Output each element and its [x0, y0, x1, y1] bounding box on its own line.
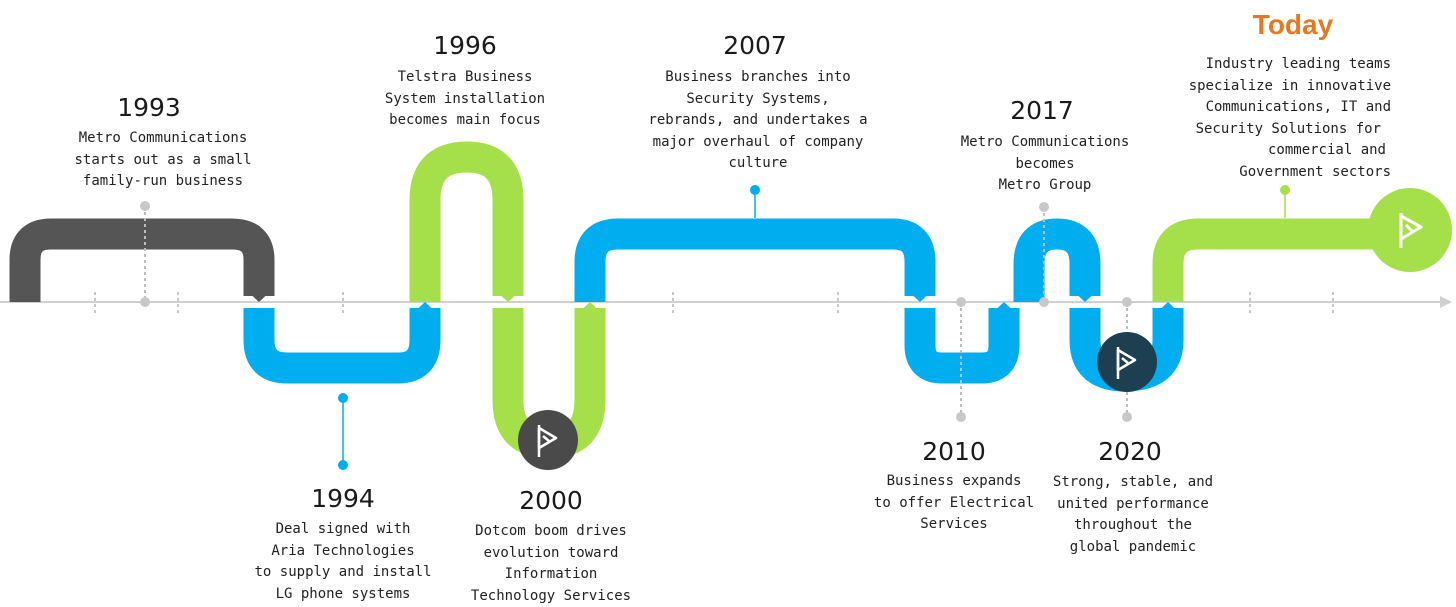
- road-segment-1993: [25, 234, 259, 302]
- desc-line: culture: [648, 153, 867, 175]
- desc-line: global pandemic: [1053, 537, 1213, 559]
- desc-line: specialize in innovative: [1186, 76, 1391, 98]
- flag-badge-today: [1368, 188, 1452, 272]
- marker-dot-2017: [1039, 202, 1049, 212]
- flag-badge-2020: [1097, 332, 1157, 392]
- milestone-year-2020: 2020: [1098, 437, 1162, 466]
- today-title: Today: [1253, 9, 1333, 41]
- desc-line: throughout the: [1053, 515, 1213, 537]
- desc-line: Services: [874, 514, 1034, 536]
- milestone-year-2010: 2010: [922, 437, 986, 466]
- marker-dot-2007: [750, 185, 760, 195]
- marker-dot-2020-axis: [1122, 297, 1132, 307]
- desc-line: Security Systems,: [648, 89, 867, 111]
- desc-line: Industry leading teams: [1186, 54, 1391, 76]
- milestone-desc-1993: Metro Communications starts out as a sma…: [74, 128, 251, 193]
- milestone-year-1993: 1993: [117, 93, 181, 122]
- desc-line: to offer Electrical: [874, 493, 1034, 515]
- milestone-desc-2017: Metro Communications becomes Metro Group: [961, 132, 1130, 197]
- desc-line: Dotcom boom drives: [471, 521, 631, 543]
- milestone-year-1996: 1996: [433, 31, 497, 60]
- milestone-year-1994: 1994: [311, 484, 375, 513]
- milestone-year-2000: 2000: [519, 486, 583, 515]
- road-segment-1994: [259, 308, 425, 368]
- desc-line: starts out as a small: [74, 150, 251, 172]
- desc-line: Deal signed with: [254, 519, 431, 541]
- desc-line: commercial and: [1186, 140, 1386, 162]
- milestone-desc-2010: Business expands to offer Electrical Ser…: [874, 471, 1034, 536]
- marker-dot-1993: [140, 201, 150, 211]
- marker-dot-1993-axis: [140, 297, 150, 307]
- desc-line: to supply and install: [254, 562, 431, 584]
- desc-line: System installation: [385, 89, 545, 111]
- desc-line: Metro Communications: [961, 132, 1130, 154]
- desc-line: becomes main focus: [385, 110, 545, 132]
- marker-dot-2010-axis: [956, 297, 966, 307]
- road-segment-1996: [425, 157, 508, 302]
- axis-arrow: [1440, 296, 1452, 308]
- desc-line: Information: [471, 564, 631, 586]
- desc-line: Communications, IT and: [1186, 97, 1391, 119]
- flag-badge-2000: [518, 410, 578, 470]
- desc-line: family-run business: [74, 171, 251, 193]
- desc-line: Technology Services: [471, 586, 631, 607]
- desc-line: Telstra Business: [385, 67, 545, 89]
- desc-line: Security Solutions for: [1186, 119, 1381, 141]
- desc-line: Strong, stable, and: [1053, 472, 1213, 494]
- milestone-year-2007: 2007: [723, 31, 787, 60]
- marker-dot-2020: [1122, 412, 1132, 422]
- desc-line: Metro Communications: [74, 128, 251, 150]
- marker-dot-1994-end: [338, 460, 348, 470]
- desc-line: becomes: [961, 154, 1130, 176]
- milestone-desc-2020: Strong, stable, and united performance t…: [1053, 472, 1213, 558]
- marker-dot-2010: [956, 412, 966, 422]
- today-desc: Industry leading teams specialize in inn…: [1186, 54, 1391, 183]
- desc-line: major overhaul of company: [648, 132, 867, 154]
- desc-line: Metro Group: [961, 175, 1130, 197]
- desc-line: evolution toward: [471, 543, 631, 565]
- milestone-desc-1994: Deal signed with Aria Technologies to su…: [254, 519, 431, 605]
- marker-dot-2017-axis: [1039, 297, 1049, 307]
- desc-line: Aria Technologies: [254, 541, 431, 563]
- desc-line: LG phone systems: [254, 584, 431, 606]
- desc-line: Business expands: [874, 471, 1034, 493]
- marker-dot-1994: [338, 393, 348, 403]
- marker-dot-today: [1280, 185, 1290, 195]
- desc-line: Business branches into: [648, 67, 867, 89]
- road-segment-2007: [590, 234, 920, 302]
- desc-line: rebrands, and undertakes a: [648, 110, 867, 132]
- milestone-desc-1996: Telstra Business System installation bec…: [385, 67, 545, 132]
- desc-line: Government sectors: [1186, 162, 1391, 184]
- milestone-year-2017: 2017: [1010, 96, 1074, 125]
- milestone-desc-2007: Business branches into Security Systems,…: [648, 67, 867, 175]
- desc-line: united performance: [1053, 494, 1213, 516]
- milestone-desc-2000: Dotcom boom drives evolution toward Info…: [471, 521, 631, 607]
